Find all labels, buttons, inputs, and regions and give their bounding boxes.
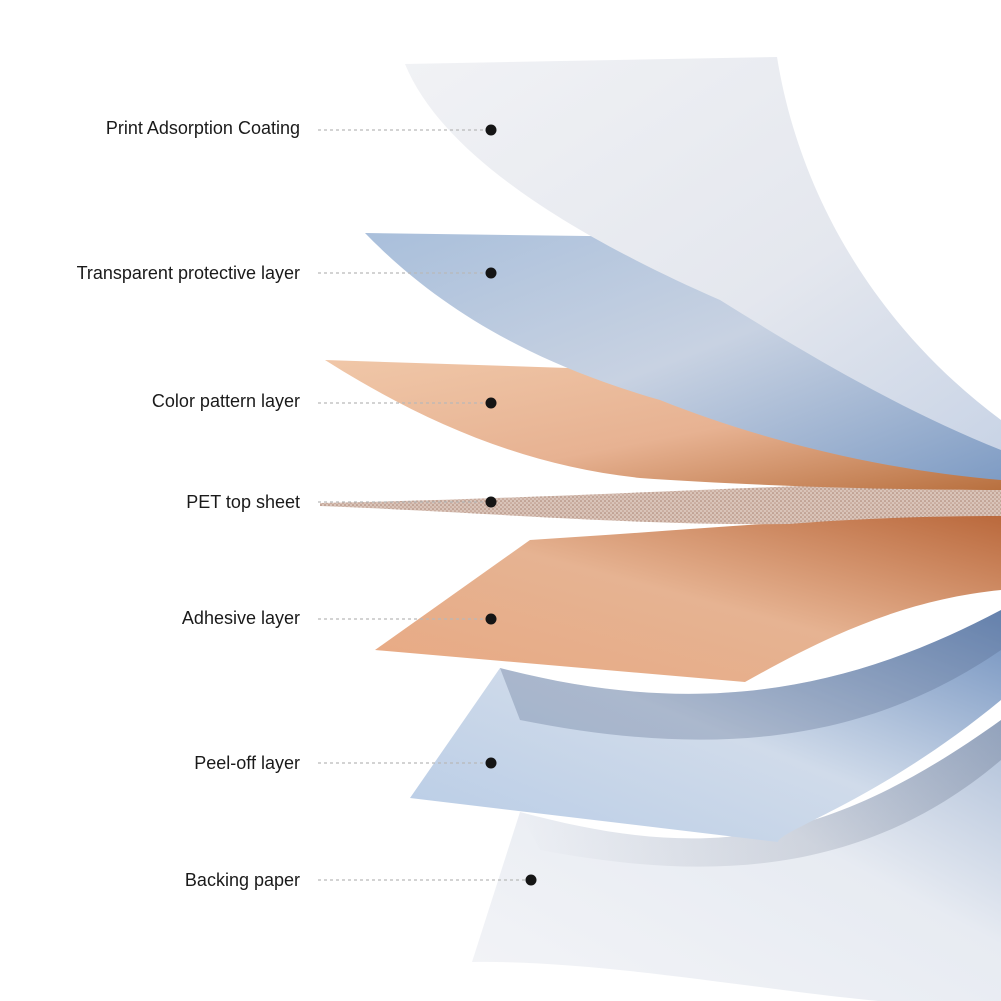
- label-peel-off-layer: Peel-off layer: [194, 753, 300, 773]
- marker-dot-pet: [485, 496, 497, 508]
- marker-dots: [485, 124, 537, 886]
- label-backing-paper: Backing paper: [184, 870, 300, 890]
- print-adsorption-coating-sheet: [405, 57, 1001, 450]
- label-color-pattern-layer: Color pattern layer: [151, 391, 300, 411]
- adhesive-layer-sheet: [375, 512, 1001, 682]
- label-transparent-protective-layer: Transparent protective layer: [76, 263, 300, 283]
- peel-off-layer-sheet: [410, 610, 1001, 842]
- transparent-protective-layer-sheet: [365, 233, 1001, 480]
- marker-dot-adhesive: [485, 613, 497, 625]
- label-adhesive-layer: Adhesive layer: [181, 608, 300, 628]
- label-print-adsorption-coating: Print Adsorption Coating: [105, 118, 300, 138]
- label-pet-top-sheet: PET top sheet: [186, 492, 300, 512]
- marker-dot-coating: [485, 124, 497, 136]
- marker-dot-color: [485, 397, 497, 409]
- marker-dot-peel: [485, 757, 497, 769]
- peel-off-layer-shadow: [500, 610, 1001, 740]
- color-pattern-layer-sheet: [325, 360, 1001, 490]
- pet-top-sheet-strip: [320, 483, 1001, 525]
- backing-paper-shadow: [520, 720, 1001, 867]
- marker-dot-backing: [525, 874, 537, 886]
- marker-dot-protective: [485, 267, 497, 279]
- leader-lines: [318, 129, 530, 881]
